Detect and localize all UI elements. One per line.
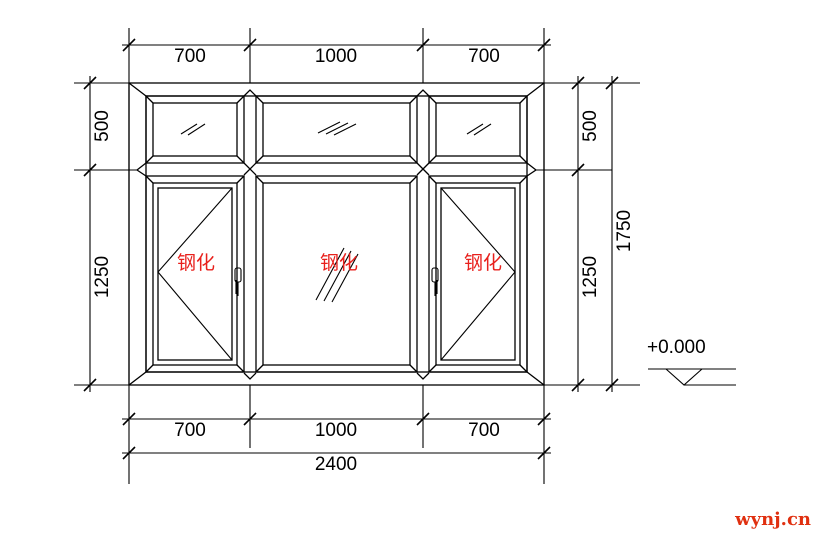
elevation-label: +0.000 xyxy=(647,337,706,358)
dim-top-left: 700 xyxy=(174,46,206,67)
dim-bottom-center: 1000 xyxy=(315,420,357,441)
dim-bottom-right: 700 xyxy=(468,420,500,441)
dim-left-sash: 1250 xyxy=(92,256,113,298)
dim-bottom-left: 700 xyxy=(174,420,206,441)
dimension-texts: 700 1000 700 700 1000 700 2400 500 1250 … xyxy=(92,46,635,475)
mullion-joints xyxy=(136,89,537,380)
transom-pane-right xyxy=(428,95,528,164)
dim-right-sash: 1250 xyxy=(580,256,601,298)
glass-label-left: 钢化 xyxy=(177,252,215,274)
watermark: wynj.cn xyxy=(734,509,811,530)
casement-sash-right xyxy=(428,175,528,373)
dimension-ticks xyxy=(83,38,619,460)
glass-label-right: 钢化 xyxy=(464,252,502,274)
handle-icon xyxy=(431,267,439,296)
glass-labels: 钢化 钢化 钢化 xyxy=(177,252,502,274)
dim-total-width: 2400 xyxy=(315,454,357,475)
dimension-lines xyxy=(89,44,613,454)
dim-left-transom: 500 xyxy=(92,110,113,142)
dim-top-center: 1000 xyxy=(315,46,357,67)
transom-pane-left xyxy=(145,95,245,164)
transom-pane-center xyxy=(255,95,418,164)
casement-sash-left xyxy=(145,175,245,373)
dim-top-right: 700 xyxy=(468,46,500,67)
dim-total-height: 1750 xyxy=(614,210,635,252)
elevation-marker-icon xyxy=(648,368,736,386)
dim-right-transom: 500 xyxy=(580,110,601,142)
fixed-pane-center xyxy=(255,175,418,373)
handle-icon xyxy=(234,267,242,296)
glass-label-center: 钢化 xyxy=(320,252,358,274)
